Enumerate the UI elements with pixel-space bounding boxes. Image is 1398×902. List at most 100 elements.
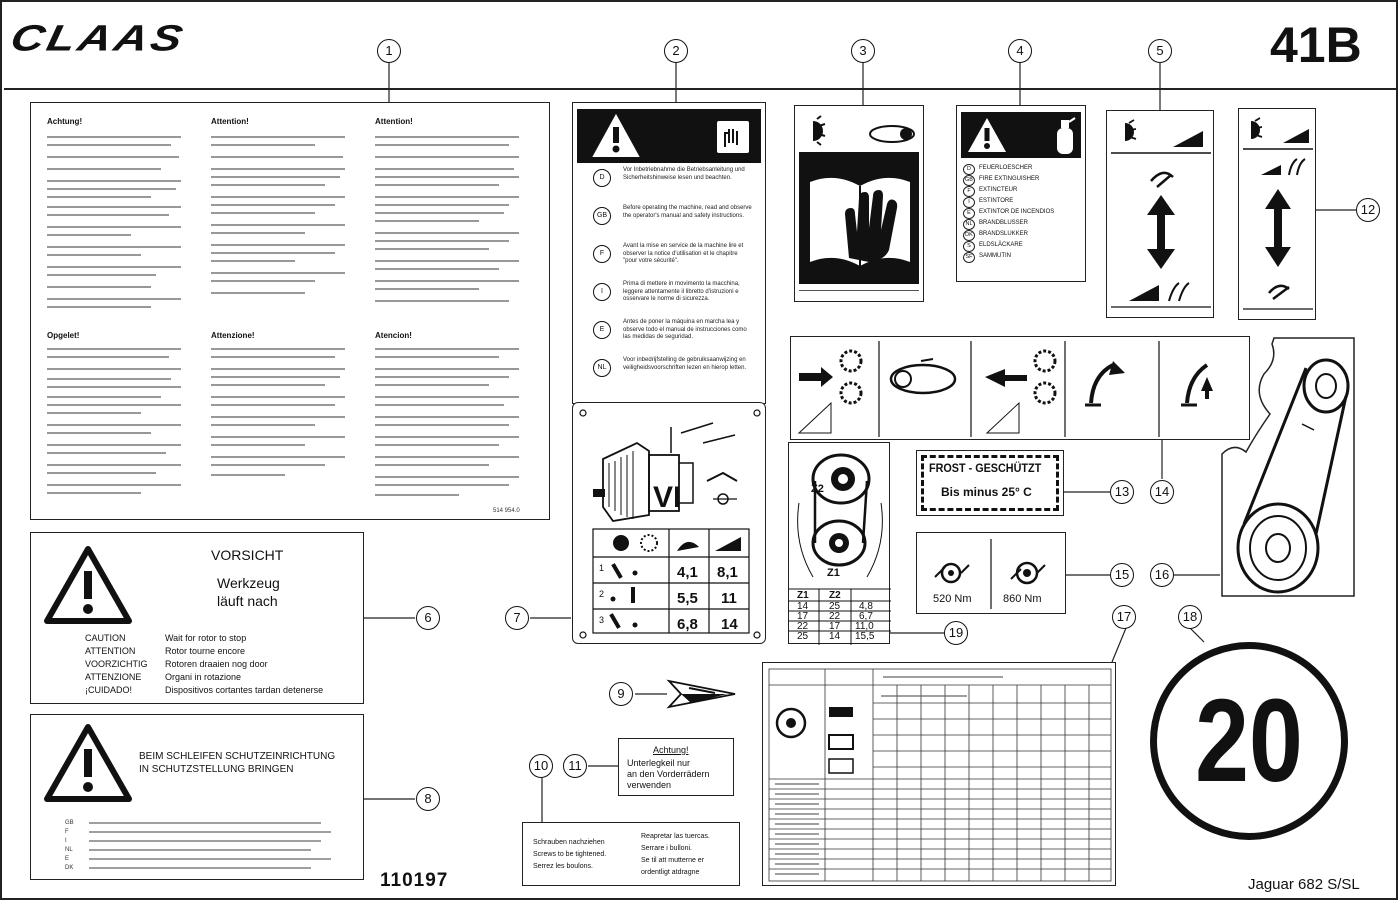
decal4-word-4: EXTINTOR DE INCENDIOS: [979, 209, 1055, 215]
decal8-code-5: DK: [65, 865, 74, 871]
decal-10-tighten-screws: Schrauben nachziehen Screws to be tighte…: [522, 822, 740, 886]
decal19-header-z2: Z2: [829, 590, 841, 601]
callout-14: 14: [1150, 480, 1174, 504]
decal-13-frost-protected: FROST - GESCHÜTZT Bis minus 25° C: [916, 450, 1064, 516]
decal-2-read-manual: D Vor Inbetriebnahme die Betriebsanleitu…: [572, 102, 766, 404]
decal19-r2-c0: 22: [797, 621, 809, 632]
light-icon: [1125, 119, 1137, 141]
decal2-text-1: Before operating the machine, read and o…: [623, 205, 752, 219]
decal2-text-2: Avant la mise en service de la machine l…: [623, 243, 744, 264]
decal6-title: VORSICHT: [211, 547, 284, 563]
decal8-code-3: NL: [65, 847, 73, 853]
decal6-text-4: Dispositivos cortantes tardan detenerse: [165, 685, 324, 695]
callout-15: 15: [1110, 563, 1134, 587]
warning-triangle-icon: [44, 546, 132, 624]
decal2-text-4: Antes de poner la máquina en marcha lea …: [623, 319, 747, 340]
decal13-line2: Bis minus 25° C: [941, 485, 1032, 499]
decal19-z2-label: Z2: [811, 483, 824, 495]
decal19-r0-c0: 14: [797, 601, 809, 612]
decal7-row-3-b: 14: [721, 616, 738, 633]
panel1-heading-de: Achtung!: [47, 117, 83, 126]
decal-15-torque: 520 Nm 860 Nm: [916, 532, 1066, 614]
manual-hand-icon: [810, 177, 910, 266]
decal13-line1: FROST - GESCHÜTZT: [929, 461, 1042, 475]
decal4-word-3: ESTINTORE: [979, 198, 1014, 204]
decal15-left-value: 520 Nm: [933, 593, 972, 605]
decal4-word-7: ELDSLÄCKARE: [979, 242, 1023, 248]
decal19-r1-c0: 17: [797, 611, 809, 622]
decal19-z1-label: Z1: [827, 567, 840, 579]
decal19-r1-c2: 6,7: [859, 611, 873, 622]
lang-code-e: E: [593, 321, 611, 339]
manual-hand-icon: [717, 121, 749, 153]
decal7-row-1-b: 8,1: [717, 564, 738, 581]
decal10-col1-1: Screws to be tightened.: [533, 851, 607, 858]
decal-6-vorsicht: VORSICHT Werkzeug läuft nach CAUTION Wai…: [30, 532, 364, 704]
decal-5-height-control: [1106, 110, 1214, 318]
warning-triangle-icon: [592, 113, 640, 157]
decal7-row-2-b: 11: [721, 590, 737, 607]
decal7-row-2-num: 2: [599, 589, 605, 599]
decal7-row-3-a: 6,8: [677, 616, 698, 633]
sheet-code: 41B: [1270, 17, 1362, 73]
decal15-art: [934, 539, 1046, 609]
double-arrow-icon: [1147, 195, 1175, 269]
model-name: Jaguar 682 S/SL: [1248, 876, 1360, 893]
decal17-grid: [768, 668, 1112, 882]
panel1-heading-en: Attention!: [211, 117, 249, 126]
decal6-text-3: Organi in rotazione: [165, 672, 242, 682]
decal2-text-3: Prima di mettere in movimento la macchin…: [623, 281, 740, 302]
decal11-line1: Unterlegkeil nur: [627, 758, 691, 768]
callout-13: 13: [1110, 480, 1134, 504]
decal7-row-3-num: 3: [599, 615, 605, 625]
decal19-r0-c1: 25: [829, 601, 841, 612]
decal2-text-5: Voor inbedrijfstelling de gebruiksaanwij…: [623, 357, 747, 371]
decal-9-direction-arrow: [666, 679, 736, 709]
panel1-heading-fr: Attention!: [375, 117, 413, 126]
decal4-code-1: GB: [963, 175, 975, 186]
decal6-label-2: VOORZICHTIG: [85, 659, 148, 669]
decal-7-rotor-speeds: VI 1 4,: [572, 402, 766, 644]
decal6-label-0: CAUTION: [85, 633, 126, 643]
decal6-label-1: ATTENTION: [85, 646, 136, 656]
decal4-code-4: E: [963, 208, 975, 219]
belt-drive-icon: [869, 125, 915, 143]
decal4-code-0: D: [963, 164, 975, 175]
lang-code-d: D: [593, 169, 611, 187]
lang-code-nl: NL: [593, 359, 611, 377]
decal4-word-8: SAMMUTIN: [979, 253, 1011, 259]
decal19-r2-c2: 11,0: [855, 621, 874, 632]
decal8-code-2: I: [65, 838, 67, 844]
decal-19-sprocket-table: Z2 Z1 Z1 Z2 14 25 4,8 17 22 6,7 22 17 11…: [788, 442, 891, 645]
decal7-art: VI: [579, 409, 761, 639]
warning-triangle-icon: [44, 724, 132, 802]
callout-11: 11: [563, 754, 587, 778]
decal19-r3-c0: 25: [797, 631, 809, 642]
decal12-art: [1243, 117, 1313, 310]
decal19-header-z1: Z1: [797, 590, 809, 601]
callout-1: 1: [377, 39, 401, 63]
decal4-code-5: NL: [963, 219, 975, 230]
decal19-r1-c1: 22: [829, 611, 841, 622]
decal8-code-4: E: [65, 856, 70, 862]
svg-text:VI: VI: [653, 481, 681, 514]
decal-8-grinding-guard: BEIM SCHLEIFEN SCHUTZEINRICHTUNG IN SCHU…: [30, 714, 364, 880]
decal19-r0-c2: 4,8: [859, 601, 873, 612]
decal-12-height-control: [1238, 108, 1316, 320]
decal10-col1-2: Serrez les boulons.: [533, 863, 593, 870]
decal4-word-0: FEUERLOESCHER: [979, 165, 1033, 171]
decal4-word-5: BRANDBLUSSER: [979, 220, 1029, 226]
light-icon: [813, 115, 826, 146]
warning-triangle-icon: [968, 118, 1006, 152]
speed-limit-value: 20: [1195, 675, 1303, 807]
decal10-col2-2: Se til att mutterne er: [641, 857, 705, 864]
lang-code-f: F: [593, 245, 611, 263]
callout-5: 5: [1148, 39, 1172, 63]
decal-18-speed-limit: 20: [1150, 642, 1348, 840]
callout-19: 19: [944, 621, 968, 645]
decal8-fine-print: [89, 822, 331, 869]
decal8-title-2: IN SCHUTZSTELLUNG BRINGEN: [139, 764, 294, 775]
decal10-col2-1: Serrare i bulloni.: [641, 845, 692, 852]
callout-7: 7: [505, 606, 529, 630]
